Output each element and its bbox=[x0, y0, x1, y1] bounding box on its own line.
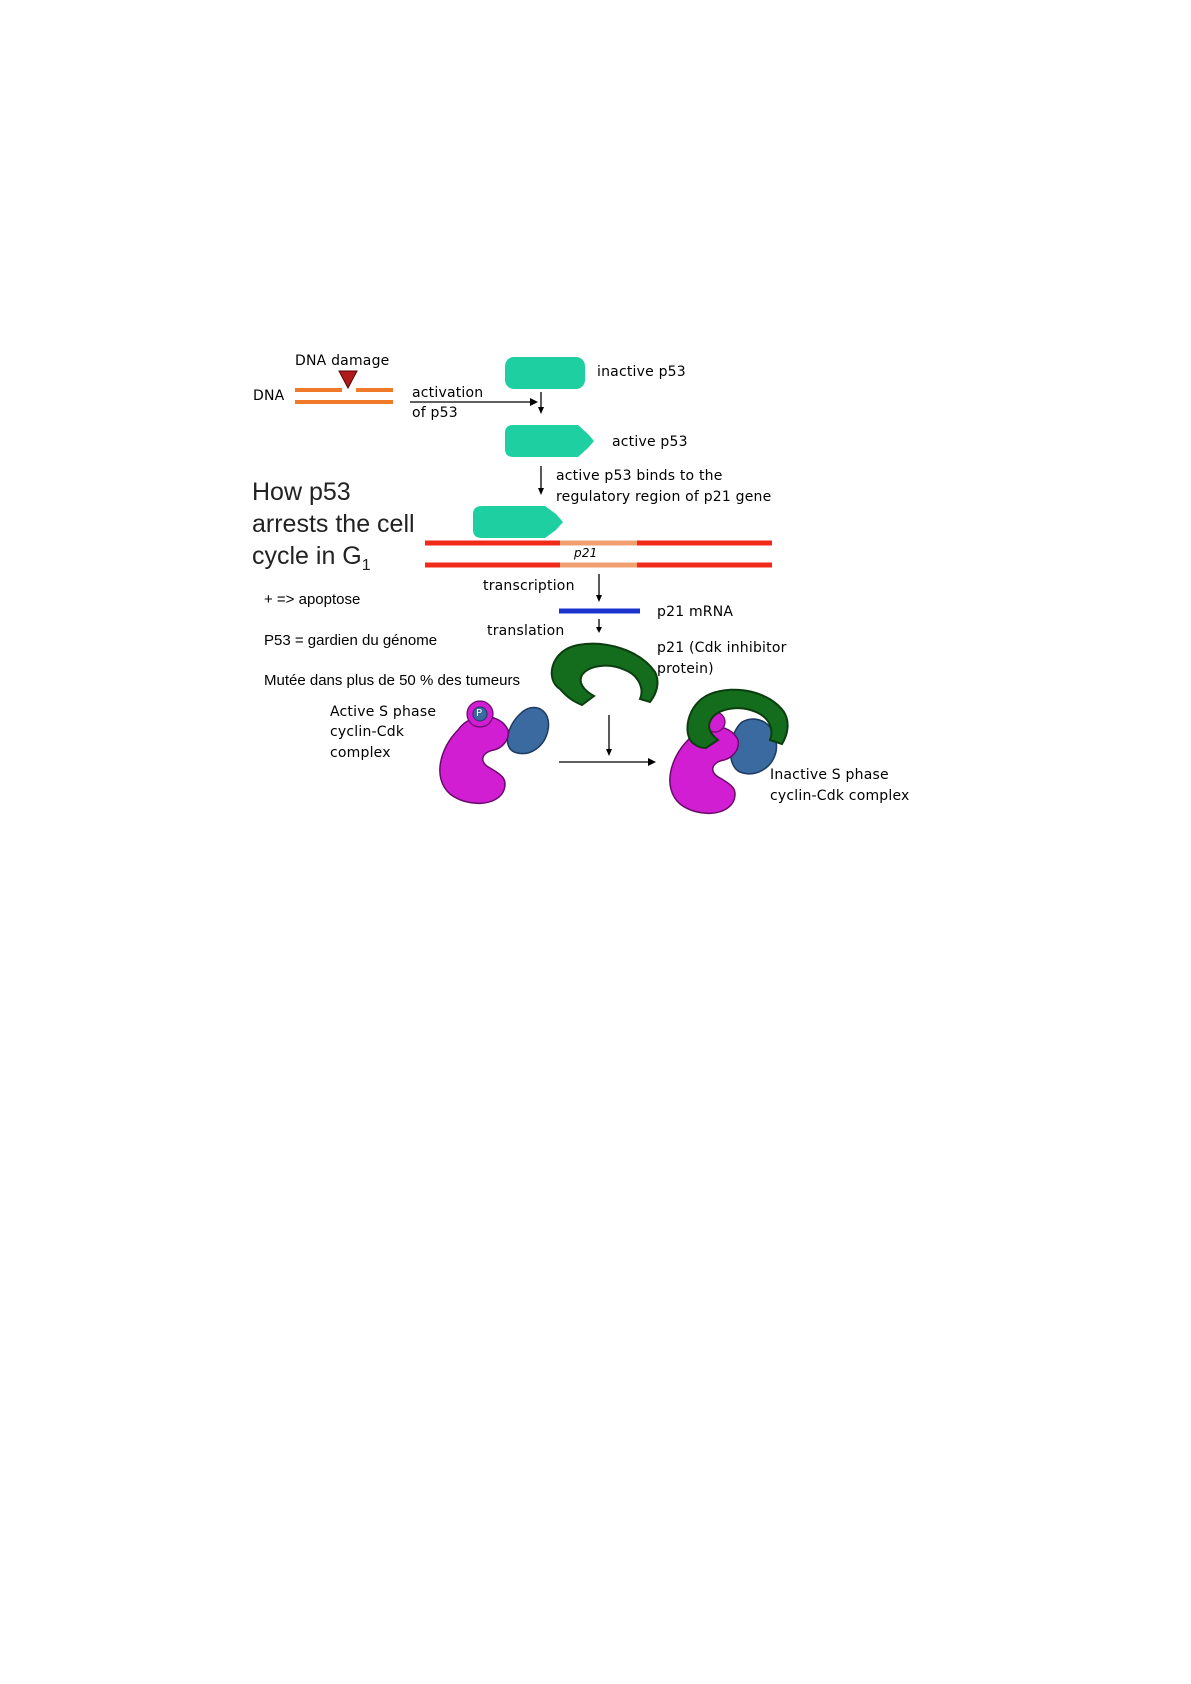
damage-marker bbox=[338, 370, 358, 390]
title-line-1: How p53 bbox=[252, 478, 351, 506]
binds-label-2: regulatory region of p21 gene bbox=[556, 489, 772, 505]
active-complex-shape bbox=[439, 700, 550, 805]
inactive-complex-label-1: Inactive S phase bbox=[770, 767, 889, 783]
translation-arrow bbox=[596, 619, 602, 633]
active-complex-label-3: complex bbox=[330, 745, 391, 761]
binds-label-1: active p53 binds to the bbox=[556, 468, 723, 484]
active-p53-label: active p53 bbox=[612, 434, 688, 450]
transcription-arrow bbox=[596, 574, 602, 602]
activation-label-1: activation bbox=[412, 385, 484, 401]
title-line-3-main: cycle in G bbox=[252, 542, 362, 570]
transcription-label: transcription bbox=[483, 578, 575, 594]
p21-protein-shape bbox=[550, 642, 659, 707]
active-complex-label-1: Active S phase bbox=[330, 704, 437, 720]
bound-p53-shape bbox=[473, 506, 563, 538]
inactive-p53-shape bbox=[505, 357, 585, 389]
p21-binding-arrow bbox=[606, 715, 612, 756]
inactive-complex-label-2: cyclin-Cdk complex bbox=[770, 788, 910, 804]
inhibition-arrow bbox=[559, 758, 656, 766]
active-complex-label-2: cyclin-Cdk bbox=[330, 724, 405, 740]
phospho-label: P bbox=[476, 708, 483, 719]
gardien-note: P53 = gardien du génome bbox=[264, 632, 438, 649]
title-line-3: cycle in G1 bbox=[252, 540, 371, 582]
dna-label: DNA bbox=[253, 388, 285, 404]
title-line-3-subscript: 1 bbox=[361, 557, 371, 574]
dna-damage-label: DNA damage bbox=[295, 353, 390, 369]
p21-protein-label-1: p21 (Cdk inhibitor bbox=[657, 640, 787, 656]
mutee-note: Mutée dans plus de 50 % des tumeurs bbox=[264, 672, 520, 689]
title-line-2: arrests the cell bbox=[252, 510, 415, 538]
translation-label: translation bbox=[487, 623, 565, 639]
p21-protein-label-2: protein) bbox=[657, 661, 714, 677]
apoptose-note: + => apoptose bbox=[264, 591, 361, 608]
arrow-inactive-to-active bbox=[538, 392, 544, 414]
active-p53-shape bbox=[505, 425, 594, 457]
p21-gene-label: p21 bbox=[574, 546, 598, 560]
inactive-complex-shape bbox=[669, 688, 789, 815]
dna-strands bbox=[295, 388, 393, 404]
inactive-p53-label: inactive p53 bbox=[597, 364, 686, 380]
activation-label-2: of p53 bbox=[412, 405, 458, 421]
p21-mrna-label: p21 mRNA bbox=[657, 604, 734, 620]
activation-arrow bbox=[410, 398, 538, 406]
p21-gene-dna bbox=[425, 540, 772, 568]
arrow-to-binding bbox=[538, 466, 544, 495]
